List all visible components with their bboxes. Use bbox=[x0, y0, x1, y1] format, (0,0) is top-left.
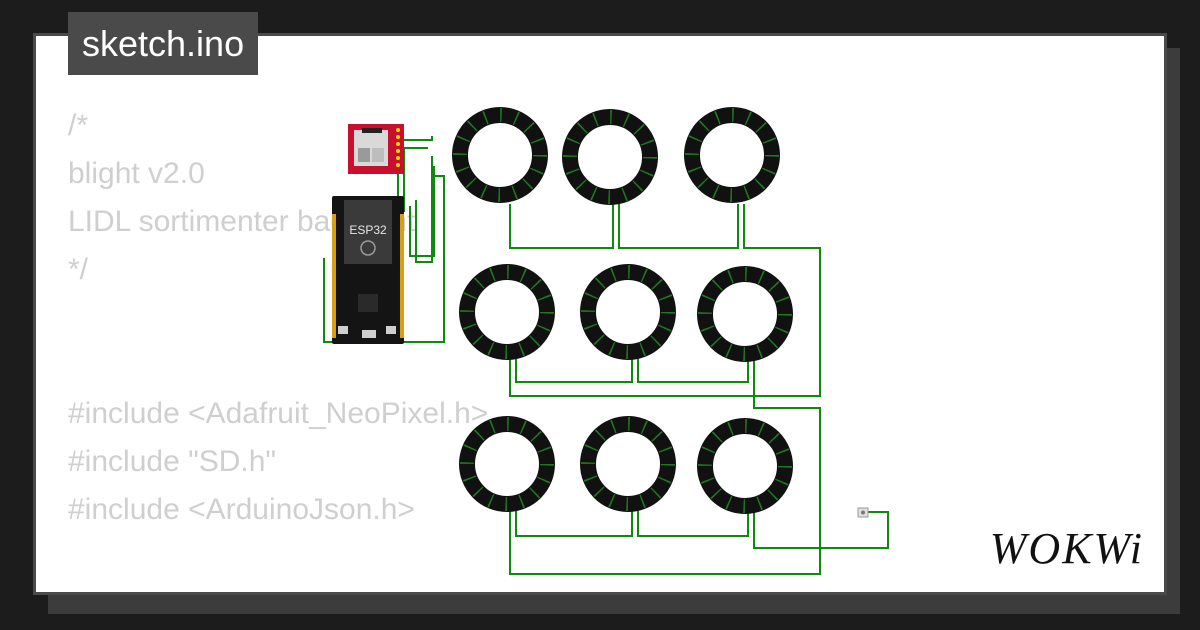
led-rings bbox=[452, 107, 793, 514]
espressif-icon bbox=[360, 240, 376, 256]
led-ring bbox=[562, 109, 658, 205]
led-ring bbox=[697, 418, 793, 514]
code-line: #include <Adafruit_NeoPixel.h> bbox=[68, 397, 489, 430]
sd-contact bbox=[362, 128, 382, 133]
small-led bbox=[857, 507, 869, 518]
code-line: */ bbox=[68, 253, 89, 286]
wire bbox=[509, 204, 821, 397]
wokwi-logo: WOKWi bbox=[989, 524, 1144, 573]
wire bbox=[753, 508, 889, 549]
esp32-shield bbox=[344, 200, 392, 264]
esp32-chip bbox=[358, 294, 378, 312]
wires bbox=[323, 136, 889, 575]
code-line: #include <ArduinoJson.h> bbox=[68, 493, 415, 526]
led-ring bbox=[580, 416, 676, 512]
led-ring bbox=[459, 264, 555, 360]
wire bbox=[409, 166, 435, 257]
led-ring bbox=[459, 416, 555, 512]
code-line: blight v2.0 bbox=[68, 157, 205, 190]
sd-chip bbox=[358, 148, 370, 162]
sd-card-module bbox=[348, 124, 404, 174]
esp32-board: ESP32 bbox=[332, 196, 404, 344]
code-line: #include "SD.h" bbox=[68, 445, 277, 478]
esp32-pins bbox=[332, 214, 404, 338]
wire bbox=[415, 156, 433, 263]
filename-tab[interactable]: sketch.ino bbox=[68, 12, 259, 75]
reset-button bbox=[386, 326, 396, 334]
circuit-diagram: ESP32 bbox=[323, 107, 889, 575]
wire bbox=[323, 175, 445, 343]
wire bbox=[397, 136, 433, 216]
led-ring bbox=[684, 107, 780, 203]
esp32-label: ESP32 bbox=[349, 223, 387, 237]
led-ring bbox=[580, 264, 676, 360]
led-ring bbox=[697, 266, 793, 362]
wire bbox=[618, 204, 739, 249]
usb-port bbox=[362, 330, 376, 338]
code-line: #def bbox=[68, 582, 488, 592]
sd-pins bbox=[396, 128, 400, 167]
wire bbox=[637, 358, 749, 383]
wire bbox=[515, 508, 633, 537]
wire bbox=[637, 508, 749, 537]
wire bbox=[509, 358, 821, 575]
code-line: /* bbox=[68, 109, 89, 142]
sd-chip bbox=[372, 148, 384, 162]
boot-button bbox=[338, 326, 348, 334]
led-ring bbox=[452, 107, 548, 203]
wire bbox=[509, 204, 614, 249]
wire bbox=[515, 358, 633, 383]
